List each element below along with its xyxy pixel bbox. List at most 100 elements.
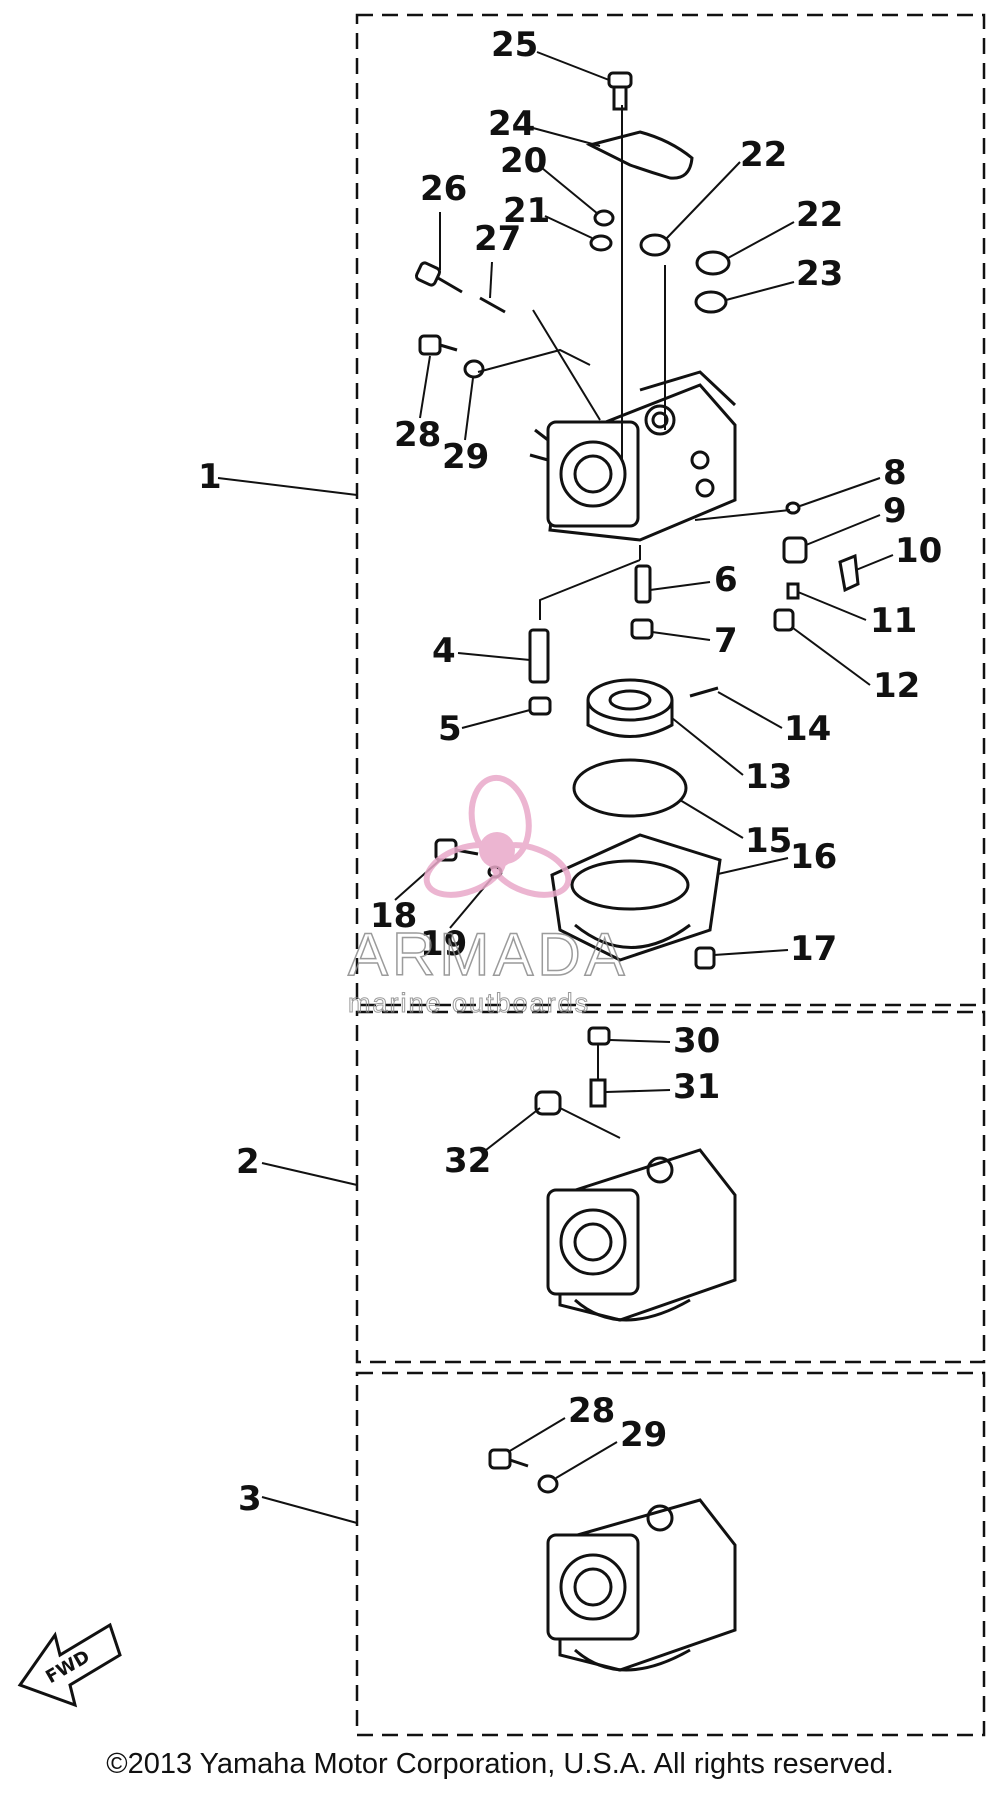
callout-2: 2 (236, 1142, 260, 1182)
part-5-jet (528, 696, 552, 716)
svg-text:15: 15 (745, 821, 792, 861)
svg-text:14: 14 (784, 709, 831, 749)
callout-4: 4 (432, 631, 531, 671)
callout-32: 32 (444, 1107, 541, 1181)
callout-25: 25 (491, 25, 610, 81)
part-9-float (782, 536, 808, 564)
callout-8: 8 (799, 453, 907, 507)
svg-text:7: 7 (714, 621, 738, 661)
svg-text:12: 12 (873, 666, 920, 706)
part-30-screw (587, 1026, 611, 1046)
svg-text:17: 17 (790, 929, 837, 969)
callout-29-assembly-3: 29 (555, 1415, 667, 1479)
callout-18: 18 (370, 859, 441, 936)
callout-6: 6 (649, 560, 738, 600)
assembly-box-2 (355, 1010, 986, 1364)
callout-20: 20 (500, 141, 599, 215)
svg-text:22: 22 (740, 135, 787, 175)
part-28-shank (439, 343, 458, 352)
callout-28-assembly-3: 28 (507, 1391, 615, 1453)
callout-14: 14 (717, 691, 831, 749)
callout-12: 12 (792, 627, 920, 706)
callout-30: 30 (609, 1021, 720, 1061)
callout-19: 19 (420, 877, 493, 964)
part-28-screw-assembly-3 (488, 1448, 512, 1470)
callout-23: 23 (725, 254, 843, 301)
leader-1 (217, 477, 358, 496)
part-20-cap (593, 209, 615, 227)
part-4-needle-jet (528, 628, 550, 684)
part-12-screw (773, 608, 795, 632)
carburetor-body-main (529, 370, 737, 542)
callout-3: 3 (238, 1479, 262, 1519)
callout-7: 7 (651, 621, 738, 661)
callout-22: 22 (664, 135, 787, 241)
svg-text:29: 29 (442, 437, 489, 477)
svg-text:10: 10 (895, 531, 942, 571)
callout-24: 24 (488, 104, 601, 147)
svg-text:24: 24 (488, 104, 535, 144)
svg-text:8: 8 (883, 453, 907, 493)
assembly-guide-lines (477, 105, 791, 620)
watermark-brand: ARMADA (348, 921, 629, 988)
callout-5: 5 (438, 709, 531, 749)
callout-31: 31 (605, 1067, 720, 1107)
part-6-jet (634, 564, 652, 604)
svg-text:5: 5 (438, 709, 462, 749)
svg-text:21: 21 (503, 191, 550, 231)
callout-13: 13 (671, 717, 792, 797)
svg-text:19: 19 (420, 924, 467, 964)
callout-29: 29 (442, 377, 489, 477)
svg-text:20: 20 (500, 141, 547, 181)
svg-text:25: 25 (491, 25, 538, 65)
callout-28: 28 (394, 355, 441, 455)
part-27-spring (479, 296, 506, 314)
watermark-tagline: marine outboards (348, 988, 590, 1018)
callout-11: 11 (797, 591, 917, 641)
callout-26: 26 (420, 169, 467, 270)
part-22-plug-b (695, 250, 731, 276)
svg-text:18: 18 (370, 896, 417, 936)
svg-text:28: 28 (394, 415, 441, 455)
part-32-cap (534, 1090, 562, 1116)
carburetor-body-assembly-2 (546, 1148, 737, 1322)
callout-10: 10 (855, 531, 942, 571)
svg-text:6: 6 (714, 560, 738, 600)
svg-text:4: 4 (432, 631, 456, 671)
svg-text:28: 28 (568, 1391, 615, 1431)
svg-text:9: 9 (883, 491, 907, 531)
part-28-shank-assembly-3 (509, 1458, 529, 1468)
part-22-plug (639, 233, 671, 257)
part-13-float-ring (586, 678, 674, 738)
copyright-notice: ©2013 Yamaha Motor Corporation, U.S.A. A… (106, 1748, 894, 1780)
assembly-box-1 (355, 13, 986, 1007)
svg-text:30: 30 (673, 1021, 720, 1061)
leader-3 (261, 1496, 358, 1524)
part-16-float-bowl (550, 833, 722, 962)
assembly-2-guide-lines (559, 1044, 621, 1139)
svg-text:11: 11 (870, 601, 917, 641)
assembly-box-3 (355, 1371, 986, 1737)
part-7-jet (630, 618, 654, 640)
part-29-washer-assembly-3 (537, 1474, 559, 1494)
svg-text:22: 22 (796, 195, 843, 235)
svg-text:23: 23 (796, 254, 843, 294)
callout-1: 1 (198, 457, 222, 497)
svg-text:27: 27 (474, 219, 521, 259)
svg-text:13: 13 (745, 757, 792, 797)
part-28-screw (418, 334, 442, 356)
svg-text:31: 31 (673, 1067, 720, 1107)
part-8-ring (785, 501, 801, 515)
callout-22-b: 22 (727, 195, 843, 259)
svg-text:26: 26 (420, 169, 467, 209)
callout-27: 27 (474, 219, 521, 299)
svg-text:16: 16 (790, 837, 837, 877)
propeller-logo (423, 774, 572, 898)
callout-21: 21 (503, 191, 593, 239)
part-29-washer (463, 359, 485, 379)
armada-watermark: ARMADA marine outboards (347, 774, 629, 1019)
svg-text:32: 32 (444, 1141, 491, 1181)
svg-text:29: 29 (620, 1415, 667, 1455)
